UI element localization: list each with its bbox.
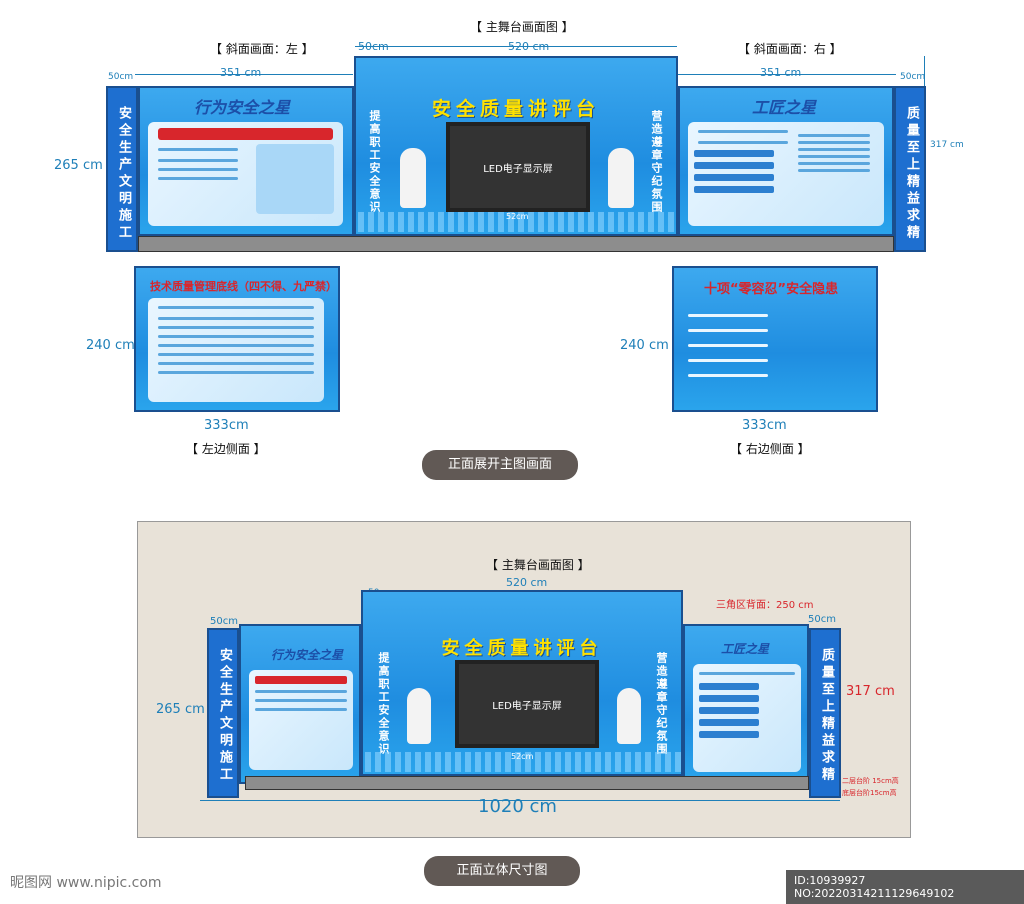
main-stage-title: 【 主舞台画面图 】: [470, 20, 574, 34]
main-stage-board: 安全质量讲评台 提高职工安全意识 营造遵章守纪氛围 LED电子显示屏 52cm: [354, 56, 678, 236]
id-badge: ID:10939927 NO:20220314211129649102: [786, 870, 1024, 904]
front-expanded-pill: 正面展开主图画面: [422, 450, 578, 480]
left-side-panel: [148, 298, 324, 402]
left-board-banner: [158, 128, 333, 140]
bottom-city-skyline: [365, 752, 681, 772]
left-mascot-icon: [400, 148, 426, 208]
dim-50-left: 50cm: [108, 72, 134, 82]
left-side-caption: 【 左边侧面 】: [186, 442, 266, 456]
bottom-main-stage-title: 【 主舞台画面图 】: [486, 558, 590, 572]
bottom-right-board: 工匠之星: [683, 624, 809, 784]
left-side-title: 技术质量管理底线（四不得、九严禁）: [150, 280, 337, 293]
dim-317: 317 cm: [930, 140, 964, 150]
right-side-title: 十项“零容忍”安全隐患: [704, 282, 839, 297]
stage-right-vertical: 营造遵章守纪氛围: [650, 110, 663, 214]
bottom-stage-title: 安全质量讲评台: [441, 638, 603, 659]
left-side-height: 240 cm: [86, 338, 135, 353]
dim-50-right: 50cm: [900, 72, 926, 82]
bottom-dim-50-left: 50cm: [210, 616, 238, 627]
right-side-height: 240 cm: [620, 338, 669, 353]
bottom-dim-1020: 1020 cm: [478, 796, 557, 817]
city-skyline: [358, 212, 674, 232]
bottom-right-pillar-text: 质量至上精益求精: [819, 648, 834, 784]
bottom-led-screen: LED电子显示屏: [455, 660, 599, 748]
bottom-left-board-panel: [249, 670, 353, 770]
dim-351-left: 351 cm: [220, 66, 262, 79]
bottom-dim-52: 52cm: [511, 752, 534, 761]
triangle-back-label: 三角区背面：250 cm: [716, 600, 814, 611]
bottom-dim-50-right: 50cm: [808, 614, 836, 625]
dim-line-351-left: [135, 74, 353, 75]
left-side-width: 333cm: [204, 418, 249, 433]
left-pillar: 安全生产文明施工: [106, 86, 138, 252]
bottom-dim-265: 265 cm: [156, 702, 205, 717]
right-side-caption: 【 右边侧面 】: [730, 442, 810, 456]
dim-line-351-right: [678, 74, 896, 75]
left-pillar-text: 安全生产文明施工: [116, 106, 131, 242]
bottom-stage-floor: [245, 776, 809, 790]
bottom-left-pillar: 安全生产文明施工: [207, 628, 239, 798]
left-board-panel: [148, 122, 343, 226]
bottom-stage-left-vertical: 提高职工安全意识: [377, 652, 390, 756]
bottom-right-mascot-icon: [617, 688, 641, 744]
stage-title: 安全质量讲评台: [431, 98, 600, 120]
dim-52: 52cm: [506, 212, 529, 221]
dim-520: 520 cm: [508, 40, 550, 53]
right-board-panel: [688, 122, 884, 226]
right-pillar: 质量至上精益求精: [894, 86, 926, 252]
watermark: 昵图网 www.nipic.com: [10, 875, 162, 891]
bottom-right-pillar: 质量至上精益求精: [809, 628, 841, 798]
right-board-title: 工匠之星: [752, 98, 817, 117]
slant-right-title: 【 斜面画面：右 】: [738, 42, 842, 56]
right-side-board: 十项“零容忍”安全隐患: [672, 266, 878, 412]
dim-351-right: 351 cm: [760, 66, 802, 79]
right-side-list: [688, 306, 864, 402]
bottom-left-mascot-icon: [407, 688, 431, 744]
right-slant-board: 工匠之星: [678, 86, 894, 236]
stage-floor: [138, 236, 894, 252]
left-slant-board: 行为安全之星: [138, 86, 354, 236]
stage-left-vertical: 提高职工安全意识: [368, 110, 381, 214]
bottom-stage-right-vertical: 营造遵章守纪氛围: [655, 652, 668, 756]
bottom-dim-520: 520 cm: [506, 576, 548, 589]
led-screen: LED电子显示屏: [446, 122, 590, 212]
dim-265: 265 cm: [54, 158, 103, 173]
left-board-title: 行为安全之星: [194, 98, 291, 117]
step-note-lower: 底层台阶15cm高: [842, 789, 897, 797]
bottom-left-pillar-text: 安全生产文明施工: [217, 648, 232, 784]
slant-left-title: 【 斜面画面：左 】: [210, 42, 314, 56]
step-note-upper: 二层台阶 15cm高: [842, 777, 899, 785]
right-board-list: [798, 130, 870, 214]
left-board-icons: [256, 144, 334, 214]
bottom-right-board-panel: [693, 664, 801, 772]
bottom-right-board-title: 工匠之星: [721, 642, 770, 656]
dim-50-top: 50cm: [358, 40, 389, 53]
dim-line-1020: [200, 800, 840, 801]
right-mascot-icon: [608, 148, 634, 208]
right-pillar-text: 质量至上精益求精: [904, 106, 919, 242]
bottom-left-board-title: 行为安全之星: [271, 648, 344, 662]
3d-size-pill: 正面立体尺寸图: [424, 856, 580, 886]
bottom-stage-board: 安全质量讲评台 提高职工安全意识 营造遵章守纪氛围 LED电子显示屏 52cm: [361, 590, 683, 776]
bottom-dim-317: 317 cm: [846, 684, 895, 699]
bottom-left-board: 行为安全之星: [239, 624, 361, 784]
dim-line-520: [355, 46, 677, 47]
right-side-width: 333cm: [742, 418, 787, 433]
left-side-board: 技术质量管理底线（四不得、九严禁）: [134, 266, 340, 412]
